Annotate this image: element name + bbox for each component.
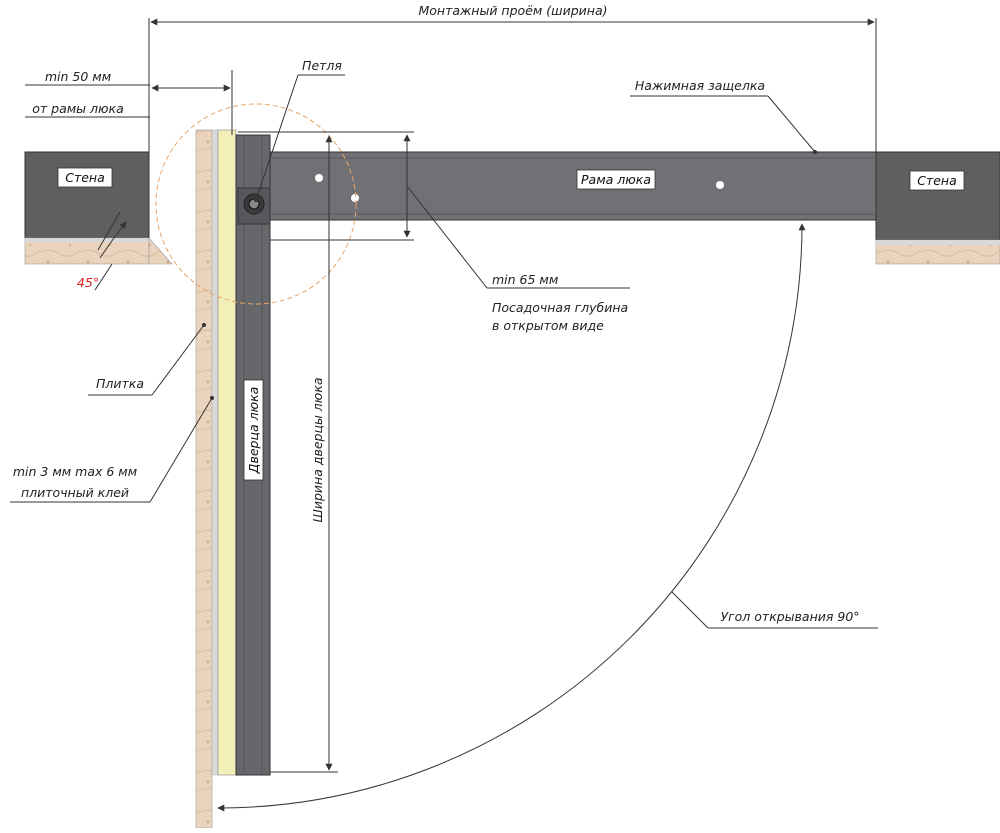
insulation-strip xyxy=(217,129,237,776)
wall-left-tag xyxy=(57,167,113,188)
adhesive-label-line2: плиточный клей xyxy=(21,485,129,500)
frame-label: Рама люка xyxy=(581,172,651,187)
angle-45-label: 45° xyxy=(77,275,99,290)
gap-label-line2: от рамы люка xyxy=(32,101,124,116)
adhesive-label-line1: min 3 мм max 6 мм xyxy=(13,464,137,479)
depth-label-line2: Посадочная глубина xyxy=(492,300,628,315)
push-latch-label: Нажимная защелка xyxy=(635,78,765,93)
wall-right-tag xyxy=(909,170,965,191)
tile-strip xyxy=(195,129,213,829)
angle-45-marker xyxy=(94,211,127,291)
depth-label-line1: min 65 мм xyxy=(492,272,558,287)
tile-leader xyxy=(88,323,206,396)
door-label: Дверца люка xyxy=(246,387,261,475)
frame-tag xyxy=(576,169,656,190)
gap-label-line1: min 50 мм xyxy=(45,69,111,84)
gap-dimension xyxy=(25,70,233,135)
opening-width-label: Монтажный проём (ширина) xyxy=(418,3,607,18)
hinge xyxy=(237,187,271,225)
tile-label: Плитка xyxy=(96,376,144,391)
wall-left-label: Стена xyxy=(65,170,105,185)
opening-angle-arc xyxy=(217,223,878,812)
adhesive-strip xyxy=(211,129,219,776)
push-latch-leader xyxy=(630,95,817,154)
door-width-dimension xyxy=(270,135,338,773)
left-wall xyxy=(24,151,173,265)
wall-right-label: Стена xyxy=(917,173,957,188)
adhesive-leader xyxy=(10,396,214,503)
hinge-label: Петля xyxy=(302,58,342,73)
right-wall xyxy=(875,151,1000,265)
opening-angle-label: Угол открывания 90° xyxy=(720,609,859,624)
hatch-frame xyxy=(237,151,877,221)
door-width-label: Ширина дверцы люка xyxy=(310,377,325,522)
depth-label-line3: в открытом виде xyxy=(492,318,604,333)
hinge-leader xyxy=(254,74,345,202)
